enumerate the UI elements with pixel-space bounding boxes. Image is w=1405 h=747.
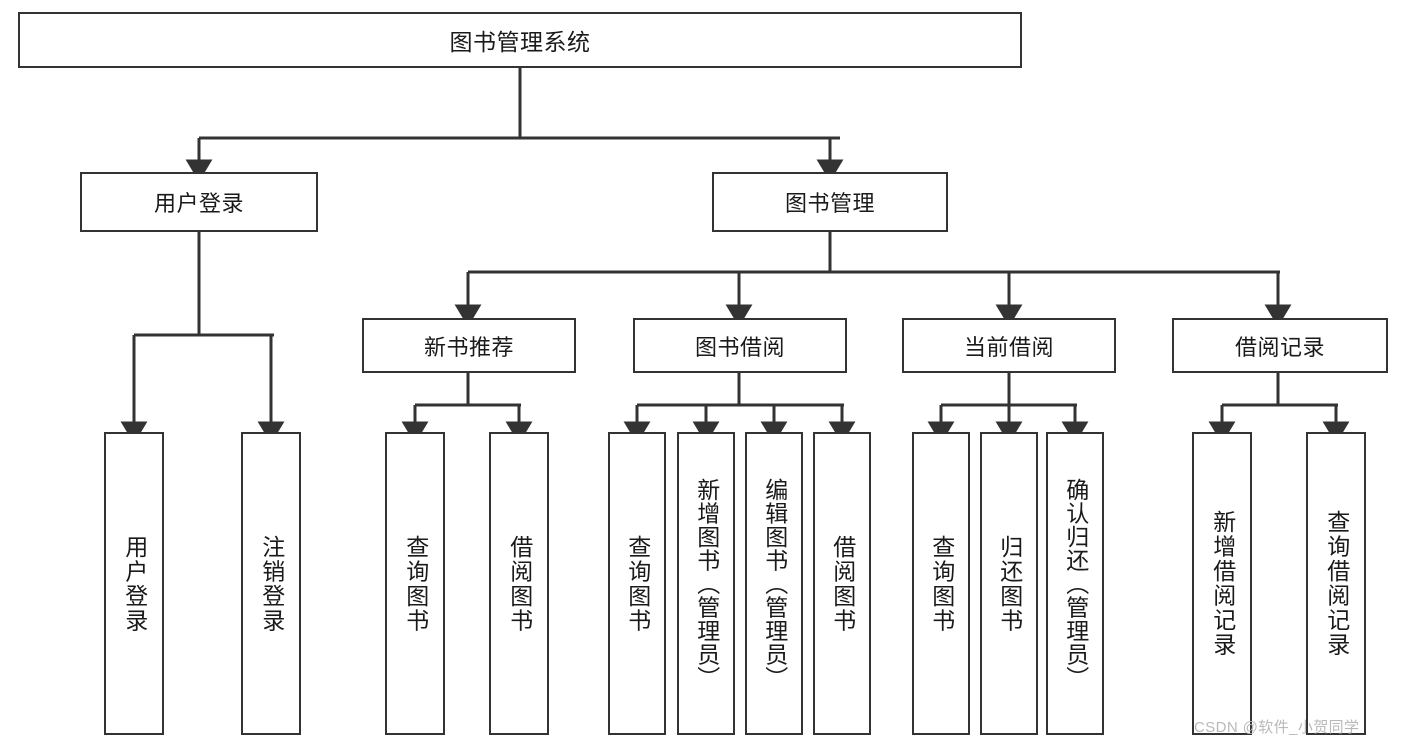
node-book-borrow[interactable]: 图书借阅	[633, 318, 847, 373]
node-new-book-recommend[interactable]: 新书推荐	[362, 318, 576, 373]
leaf-query-borrow-record[interactable]: 查询借阅记录	[1306, 432, 1366, 735]
leaf-logout[interactable]: 注销登录	[241, 432, 301, 735]
leaf-return-book[interactable]: 归还图书	[980, 432, 1038, 735]
leaf-borrow-book-newbook[interactable]: 借阅图书	[489, 432, 549, 735]
node-root-system[interactable]: 图书管理系统	[18, 12, 1022, 68]
leaf-confirm-return-admin[interactable]: 确认归还（管理员）	[1046, 432, 1104, 735]
leaf-query-book-newbook[interactable]: 查询图书	[385, 432, 445, 735]
node-user-login[interactable]: 用户登录	[80, 172, 318, 232]
leaf-query-book-borrow[interactable]: 查询图书	[608, 432, 666, 735]
leaf-add-book-admin[interactable]: 新增图书（管理员）	[677, 432, 735, 735]
watermark-text: CSDN @软件_小贺同学	[1194, 719, 1360, 736]
leaf-borrow-book[interactable]: 借阅图书	[813, 432, 871, 735]
node-book-manage[interactable]: 图书管理	[712, 172, 948, 232]
node-current-borrow[interactable]: 当前借阅	[902, 318, 1116, 373]
leaf-query-book-current[interactable]: 查询图书	[912, 432, 970, 735]
leaf-user-login[interactable]: 用户登录	[104, 432, 164, 735]
leaf-add-borrow-record[interactable]: 新增借阅记录	[1192, 432, 1252, 735]
leaf-edit-book-admin[interactable]: 编辑图书（管理员）	[745, 432, 803, 735]
node-borrow-record[interactable]: 借阅记录	[1172, 318, 1388, 373]
